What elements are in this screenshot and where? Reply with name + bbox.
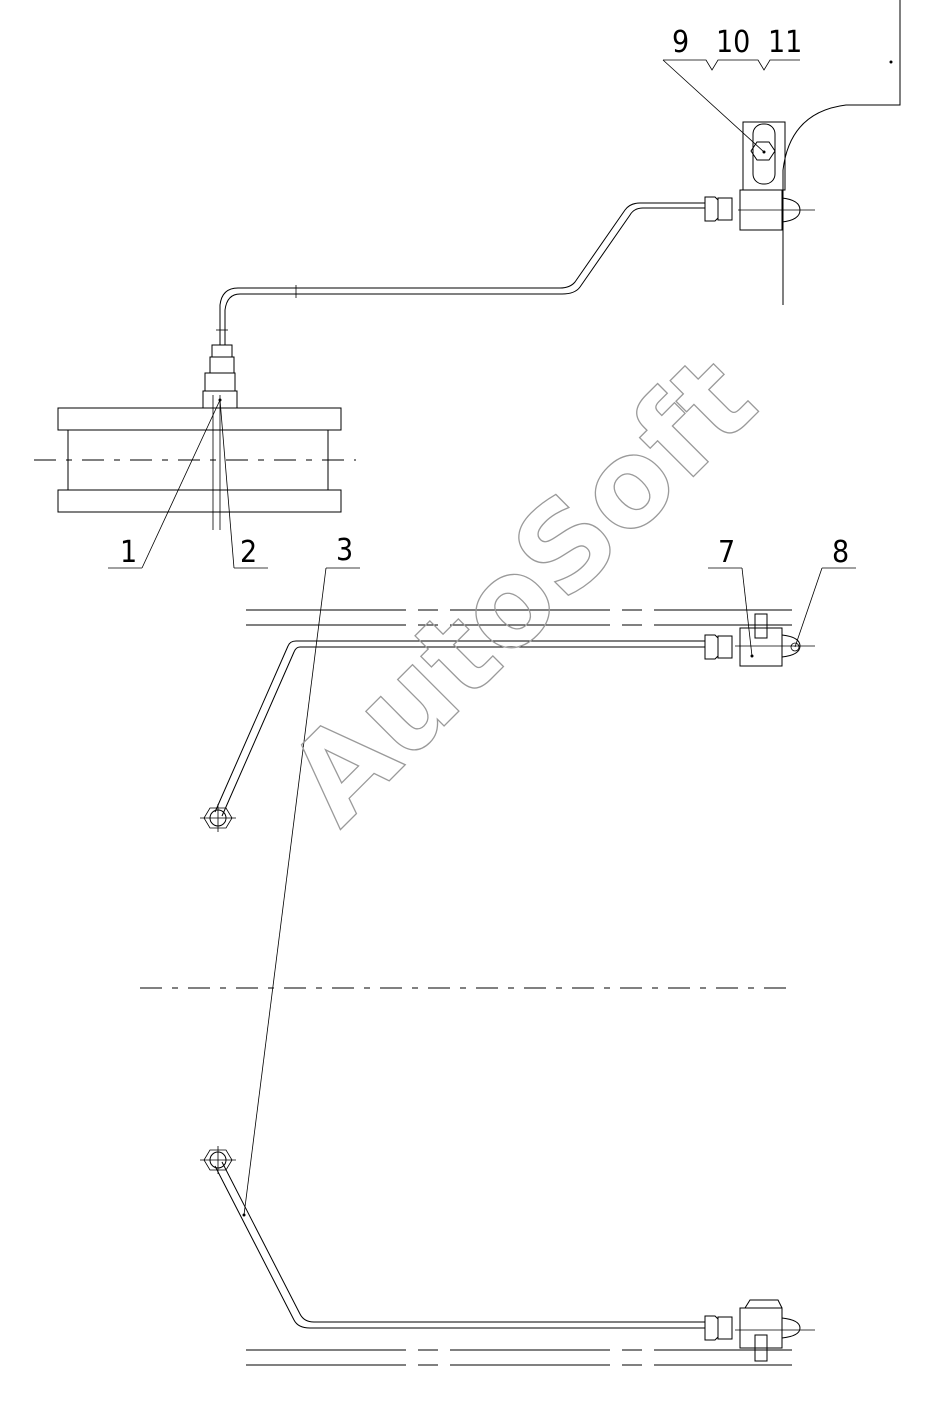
callout-2: 2 [219, 399, 268, 570]
bottom-pipe [200, 1146, 733, 1341]
callout-3-label: 3 [336, 533, 353, 568]
middle-fitting-block [735, 613, 815, 667]
frame-corner [782, 0, 901, 305]
callout-7: 7 [708, 535, 753, 657]
bottom-fitting-block [735, 1299, 815, 1362]
bottom-frame [246, 1349, 792, 1366]
top-fitting-block [738, 121, 815, 231]
callout-2-label: 2 [240, 535, 257, 570]
top-pipe [216, 196, 733, 345]
callout-10-label: 10 [716, 25, 750, 60]
middle-pipe [200, 634, 733, 832]
callout-3: 3 [242, 533, 360, 1217]
callout-7-label: 7 [718, 535, 735, 570]
callout-8-label: 8 [832, 535, 849, 570]
top-beam [34, 395, 356, 530]
callout-8: 8 [794, 535, 856, 648]
callout-1: 1 [108, 399, 221, 570]
callout-9-label: 9 [672, 25, 689, 60]
callout-1-label: 1 [120, 535, 137, 570]
middle-frame [140, 609, 795, 989]
callout-9-10-11: 9 10 11 [662, 25, 802, 153]
callout-11-label: 11 [768, 25, 802, 60]
